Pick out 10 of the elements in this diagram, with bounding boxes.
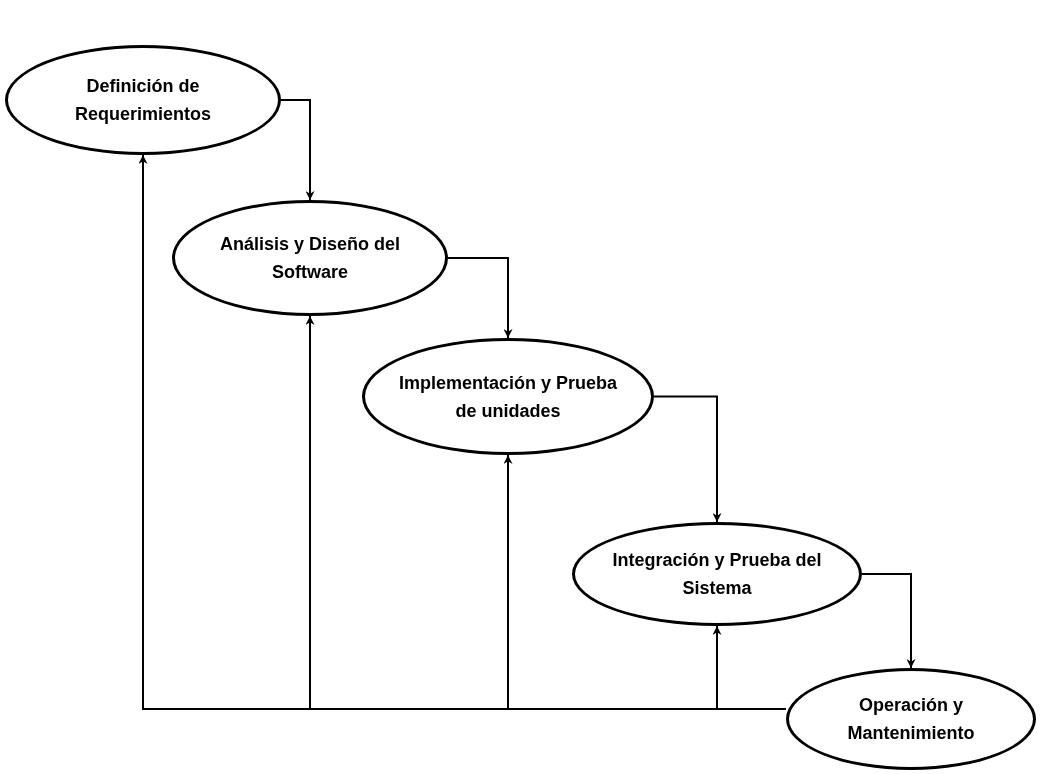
arrow [712, 625, 787, 710]
arrow [653, 395, 722, 523]
arrow [280, 99, 315, 201]
arrow [861, 573, 916, 669]
node-label: Análisis y Diseño del Software [218, 233, 402, 284]
arrow [447, 257, 513, 339]
node-label: Operación y Mantenimiento [846, 694, 976, 745]
node-label: Definición de Requerimientos [74, 75, 212, 126]
node-label: Implementación y Prueba de unidades [397, 371, 619, 423]
node-label: Integración y Prueba del Sistema [611, 549, 823, 600]
